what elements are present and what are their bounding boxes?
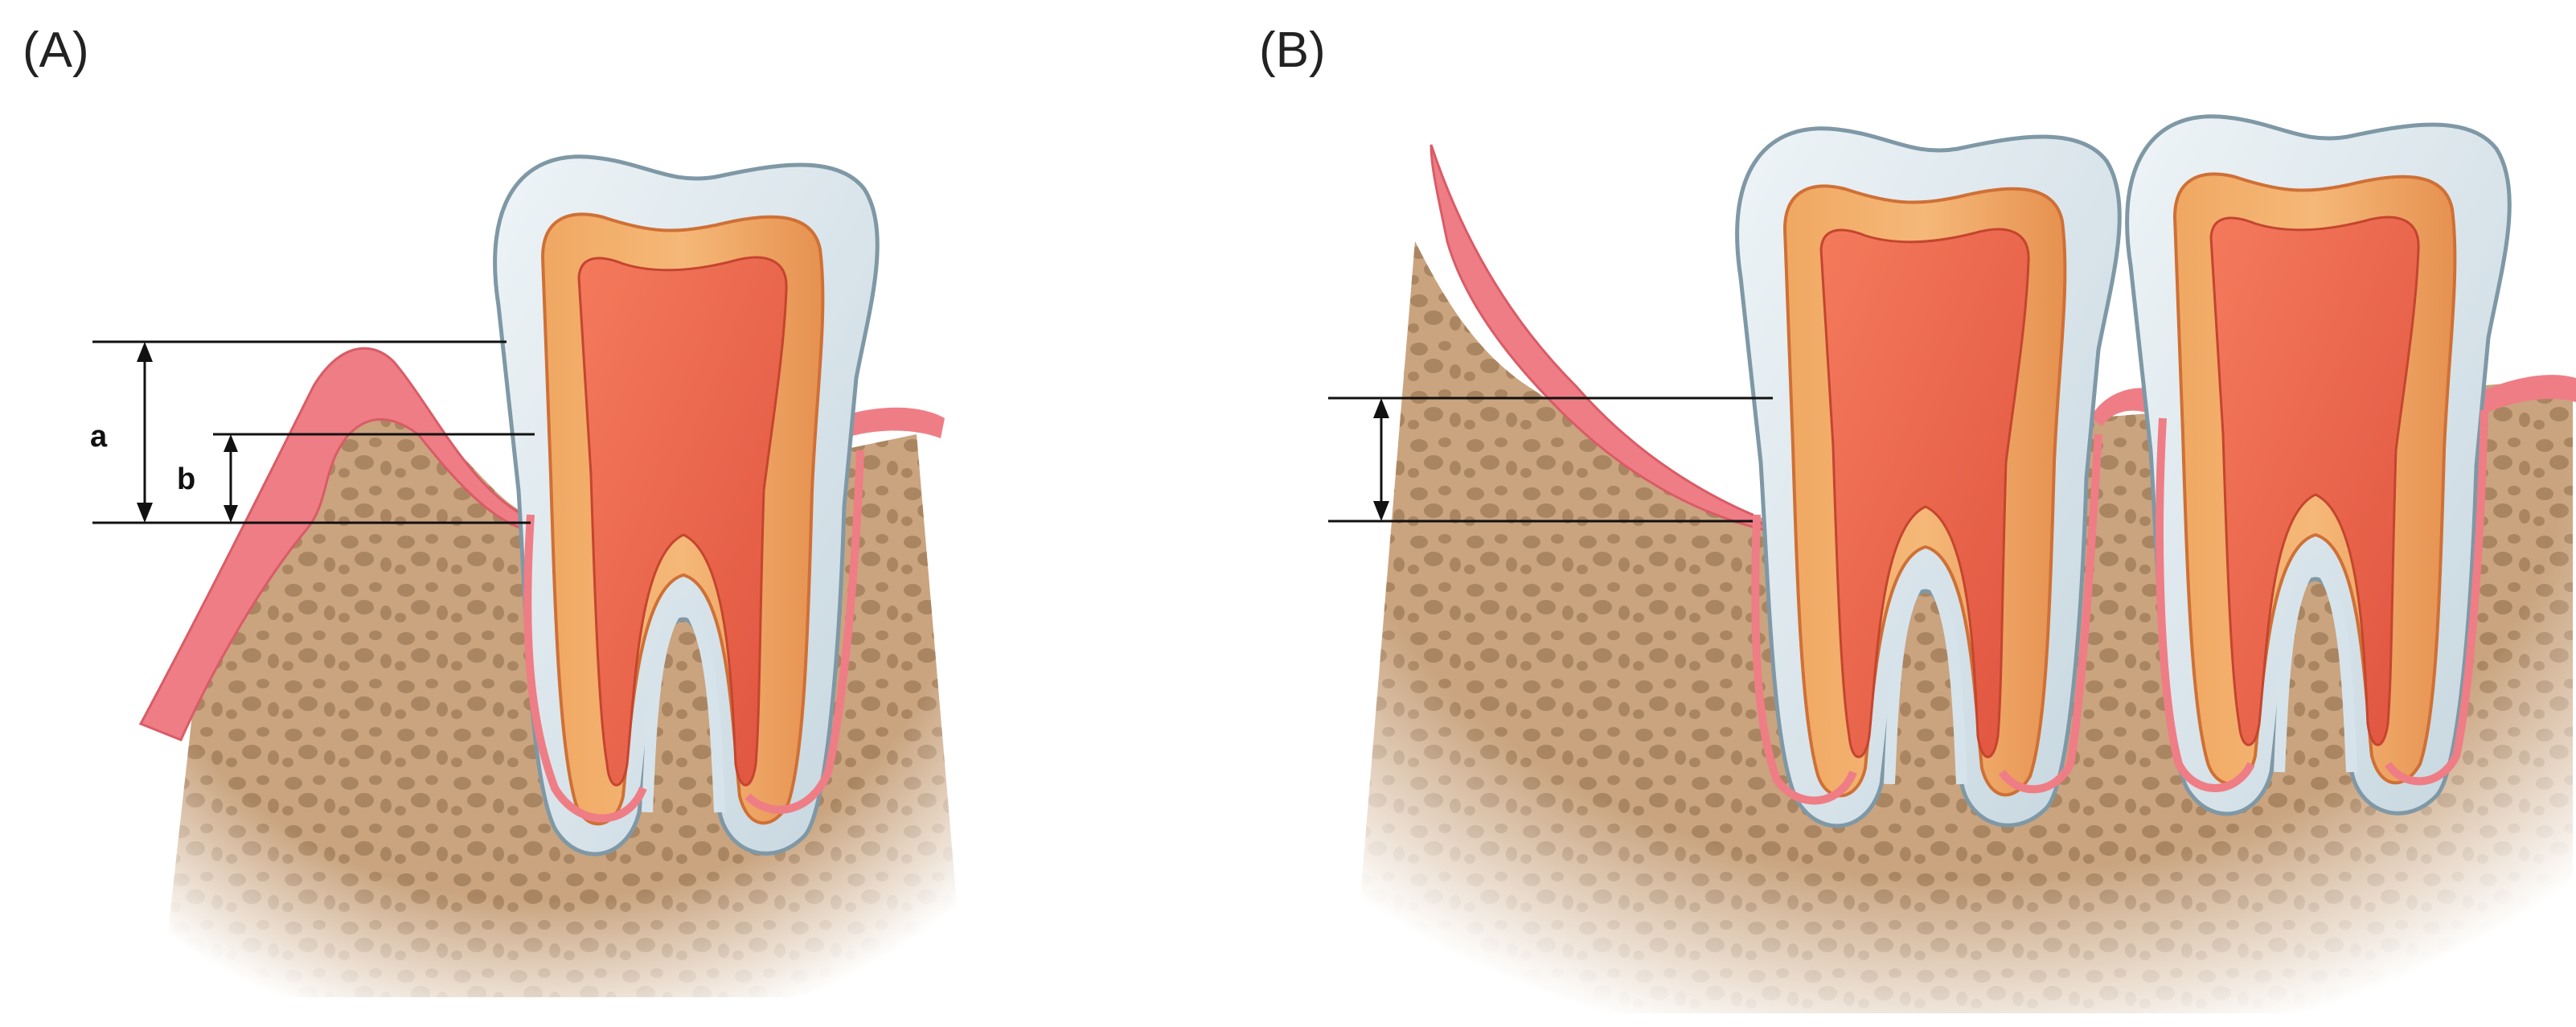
panel-b-illustration xyxy=(1351,117,2576,1013)
measurement-label-a: a xyxy=(90,420,108,454)
panel-label-b: (B) xyxy=(1259,23,1326,78)
measurement-label-b: b xyxy=(177,462,195,496)
gingiva-a xyxy=(138,347,533,741)
panel-label-a: (A) xyxy=(23,23,89,78)
measurement-guides-a xyxy=(92,340,535,524)
gingiva-b xyxy=(1430,144,1773,533)
panel-a-illustration xyxy=(138,157,965,997)
measurement-guides-b xyxy=(1328,396,1773,523)
